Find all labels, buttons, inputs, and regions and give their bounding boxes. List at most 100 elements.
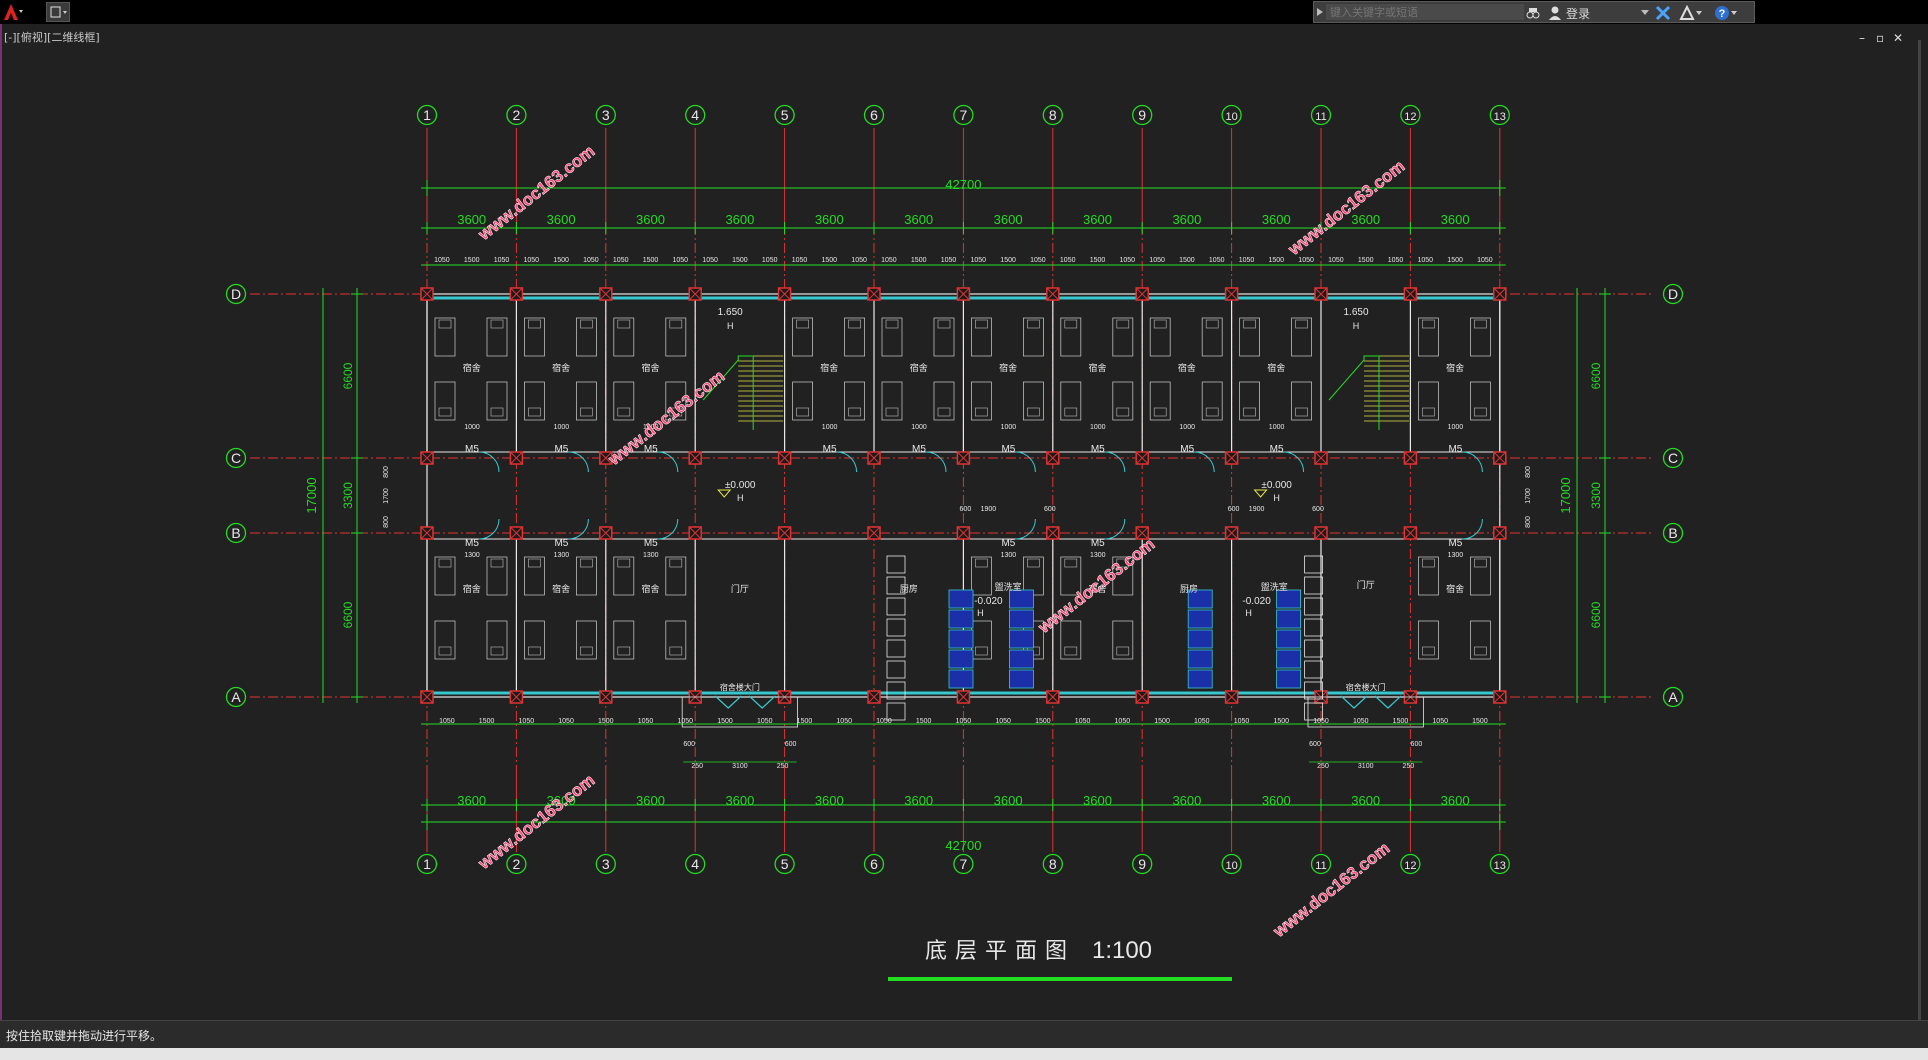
command-line[interactable]: 按住拾取键并拖动进行平移。 xyxy=(0,1020,1928,1049)
dim-label: 250 xyxy=(1403,763,1415,770)
column-hatch xyxy=(957,451,970,465)
pillow xyxy=(1243,407,1256,417)
window-dimension-label: 1500 xyxy=(1269,257,1285,264)
svg-text:?: ? xyxy=(1719,8,1726,20)
door-swing xyxy=(568,451,589,473)
grid-bubble-13 xyxy=(1489,104,1510,126)
window-dimension-label: 1050 xyxy=(995,718,1011,725)
bed xyxy=(881,381,903,421)
door-swing xyxy=(1462,451,1483,473)
column-hatch xyxy=(1314,287,1328,301)
binoculars-icon[interactable] xyxy=(1526,6,1540,20)
column-hatch xyxy=(1404,287,1417,301)
window-dimension-label: 1500 xyxy=(732,257,748,264)
window-dimension-label: 1500 xyxy=(1154,718,1170,725)
grid-bubble-8 xyxy=(1042,853,1063,875)
pillow xyxy=(1474,646,1487,656)
pillow xyxy=(669,407,683,417)
window-dimension-label: 1050 xyxy=(757,718,773,725)
window-dimension-label: 1050 xyxy=(1194,718,1210,725)
login-label[interactable]: 登录 xyxy=(1566,7,1591,21)
viewport-controls-label[interactable]: [-][俯视][二维线框] xyxy=(4,31,100,44)
window-dimension-label: 1050 xyxy=(524,257,540,264)
column-hatch xyxy=(957,287,970,301)
grid-number-label: 1 xyxy=(423,856,431,872)
door-swing xyxy=(1194,451,1215,473)
minimize-button[interactable]: – xyxy=(1859,31,1865,45)
column-hatch xyxy=(420,287,434,301)
pillow xyxy=(1153,319,1167,329)
window-dimension-label: 1500 xyxy=(1393,718,1409,725)
bed xyxy=(1023,381,1044,421)
chevron-down-icon[interactable] xyxy=(1641,10,1649,16)
window-dimension-label: 1050 xyxy=(677,718,693,725)
vertical-scrollbar[interactable] xyxy=(1918,40,1921,1020)
dim-label: 250 xyxy=(691,763,703,770)
autocad-logo-icon[interactable] xyxy=(2,2,24,22)
grid-bubble-10 xyxy=(1221,104,1242,126)
door-label-m5: M5 xyxy=(1091,444,1105,455)
side-dimension-label: 3300 xyxy=(1589,482,1603,509)
restore-button[interactable]: ▫ xyxy=(1876,31,1885,45)
sink-unit xyxy=(1304,555,1323,574)
main-door-label: 宿舍楼大门 xyxy=(1346,682,1386,692)
window-dimension-label: 1050 xyxy=(1239,257,1255,264)
command-prompt-text: 按住拾取键并拖动进行平移。 xyxy=(6,1029,163,1043)
door-swing xyxy=(1104,451,1126,473)
grid-number-label: 8 xyxy=(1049,107,1057,123)
window-dimension-label: 1500 xyxy=(797,718,813,725)
elevation-label: ±0.000 xyxy=(1261,480,1292,491)
dim-label: 1300 xyxy=(643,552,659,559)
autodesk-a360-icon[interactable] xyxy=(1679,5,1703,21)
bed xyxy=(486,620,508,660)
expand-arrow-icon[interactable] xyxy=(1316,7,1324,17)
side-dimension-label: 6600 xyxy=(341,362,355,389)
room-label-dorm: 宿舍 xyxy=(999,362,1017,373)
grid-number-label: 6 xyxy=(870,856,878,872)
grid-letter-label: A xyxy=(231,689,241,705)
grid-bubble-11 xyxy=(1310,853,1332,875)
column-hatch xyxy=(1404,526,1417,540)
dim-label: 600 xyxy=(683,741,695,748)
bed xyxy=(971,620,992,660)
grid-bubble-8 xyxy=(1042,104,1063,126)
bay-dimension-label: 3600 xyxy=(815,212,844,227)
grid-bubble-C xyxy=(1662,447,1684,469)
document-icon xyxy=(50,6,67,18)
close-button[interactable]: ✕ xyxy=(1893,31,1904,45)
grid-number-label: 12 xyxy=(1404,860,1416,872)
column-hatch xyxy=(420,526,434,540)
window-dimension-label: 1050 xyxy=(1298,257,1314,264)
dim-label: 1900 xyxy=(981,506,997,513)
window-dimension-label: 1050 xyxy=(583,257,599,264)
column-hatch xyxy=(510,451,523,465)
door-swing xyxy=(1283,451,1305,473)
room-label-dorm: 宿舍 xyxy=(463,583,481,594)
dim-label: 800 xyxy=(1525,466,1532,478)
window-dimension-label: 1050 xyxy=(1120,257,1136,264)
bed xyxy=(971,556,992,596)
quick-access-menu-button[interactable] xyxy=(46,2,70,22)
elevation-h-label: H xyxy=(1353,321,1360,331)
window-dimension-label: 1500 xyxy=(643,257,659,264)
bed xyxy=(665,381,687,421)
door-label-m5: M5 xyxy=(1448,444,1462,455)
help-icon[interactable]: ? xyxy=(1714,5,1738,21)
grid-number-label: 10 xyxy=(1225,111,1237,123)
search-input[interactable] xyxy=(1326,4,1524,20)
entrance-door xyxy=(1374,695,1402,709)
window-dimension-label: 1050 xyxy=(836,718,852,725)
pillow xyxy=(580,407,593,417)
exchange-icon[interactable] xyxy=(1655,5,1671,21)
column-hatch xyxy=(1135,526,1149,540)
column-hatch xyxy=(1046,287,1060,301)
grid-letter-label: C xyxy=(231,450,241,466)
column-hatch xyxy=(1493,526,1507,540)
door-swing xyxy=(1104,518,1126,540)
pillow xyxy=(1116,646,1130,656)
room-label-lobby: 门厅 xyxy=(731,583,749,594)
window-dimension-label: 1050 xyxy=(1030,257,1046,264)
door-swing xyxy=(478,451,500,473)
bed xyxy=(933,317,955,357)
